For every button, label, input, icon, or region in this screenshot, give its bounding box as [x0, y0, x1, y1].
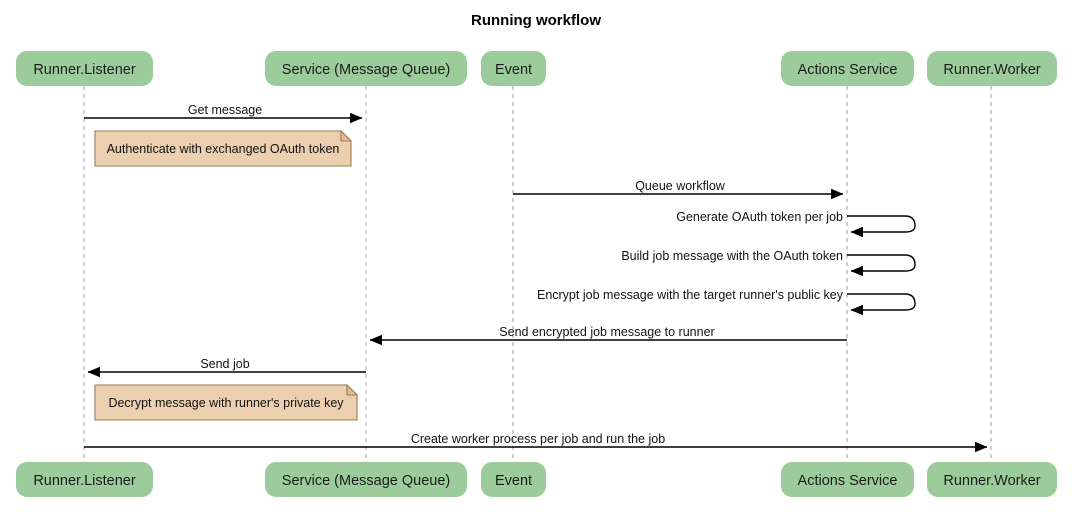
participant-label: Runner.Worker [943, 62, 1040, 78]
participant-box[interactable] [781, 462, 914, 497]
message-label: Queue workflow [635, 179, 726, 193]
participant-label: Service (Message Queue) [282, 473, 450, 489]
message-encrypt-job-message: Encrypt job message with the target runn… [537, 288, 916, 316]
participant-box[interactable] [781, 51, 914, 86]
participant-box[interactable] [927, 51, 1057, 86]
participant-runner-listener-top[interactable]: Runner.Listener [16, 51, 153, 86]
message-label: Send encrypted job message to runner [499, 325, 714, 339]
message-label: Build job message with the OAuth token [621, 249, 843, 263]
self-loop-arrow [847, 254, 916, 277]
note-label: Authenticate with exchanged OAuth token [107, 142, 340, 156]
note-body [94, 130, 352, 167]
page-title: Running workflow [471, 12, 601, 29]
message-build-job-message: Build job message with the OAuth token [621, 249, 916, 277]
participant-label: Runner.Worker [943, 473, 1040, 489]
message-label: Generate OAuth token per job [676, 210, 843, 224]
participant-label: Actions Service [798, 473, 898, 489]
participant-label: Actions Service [798, 62, 898, 78]
participant-label: Runner.Listener [33, 62, 136, 78]
participant-event-bottom[interactable]: Event [481, 462, 546, 497]
participants-footer: Runner.Listener Service (Message Queue) … [16, 462, 1057, 497]
participant-actions-service-top[interactable]: Actions Service [781, 51, 914, 86]
self-loop-arrow [847, 215, 916, 238]
message-generate-oauth-token: Generate OAuth token per job [676, 210, 916, 238]
participant-box[interactable] [927, 462, 1057, 497]
note-authenticate: Authenticate with exchanged OAuth token [94, 129, 353, 167]
message-label: Create worker process per job and run th… [411, 432, 665, 446]
participant-actions-service-bottom[interactable]: Actions Service [781, 462, 914, 497]
participant-box[interactable] [16, 51, 153, 86]
participants-header: Runner.Listener Service (Message Queue) … [16, 51, 1057, 86]
participant-box[interactable] [265, 51, 467, 86]
participant-runner-worker-top[interactable]: Runner.Worker [927, 51, 1057, 86]
note-fold-corner [346, 383, 359, 396]
participant-label: Event [495, 62, 532, 78]
note-fold-corner [340, 129, 353, 142]
message-create-worker-process: Create worker process per job and run th… [84, 432, 988, 453]
participant-box[interactable] [16, 462, 153, 497]
message-label: Encrypt job message with the target runn… [537, 288, 844, 302]
message-label: Get message [188, 103, 262, 117]
note-body [94, 384, 358, 421]
participant-label: Runner.Listener [33, 473, 136, 489]
message-queue-workflow: Queue workflow [513, 179, 844, 200]
note-decrypt: Decrypt message with runner's private ke… [94, 383, 359, 421]
lifelines-group [83, 86, 992, 462]
self-loop-arrow [847, 293, 916, 316]
participant-service-message-queue-bottom[interactable]: Service (Message Queue) [265, 462, 467, 497]
message-send-encrypted-job: Send encrypted job message to runner [369, 325, 847, 346]
participant-box[interactable] [265, 462, 467, 497]
participant-label: Event [495, 473, 532, 489]
message-label: Send job [200, 357, 249, 371]
participant-box[interactable] [481, 51, 546, 86]
participant-runner-worker-bottom[interactable]: Runner.Worker [927, 462, 1057, 497]
participant-box[interactable] [481, 462, 546, 497]
participant-service-message-queue-top[interactable]: Service (Message Queue) [265, 51, 467, 86]
message-get-message: Get message [84, 103, 363, 124]
participant-runner-listener-bottom[interactable]: Runner.Listener [16, 462, 153, 497]
participant-label: Service (Message Queue) [282, 62, 450, 78]
participant-event-top[interactable]: Event [481, 51, 546, 86]
note-label: Decrypt message with runner's private ke… [108, 396, 344, 410]
message-send-job: Send job [87, 357, 366, 378]
